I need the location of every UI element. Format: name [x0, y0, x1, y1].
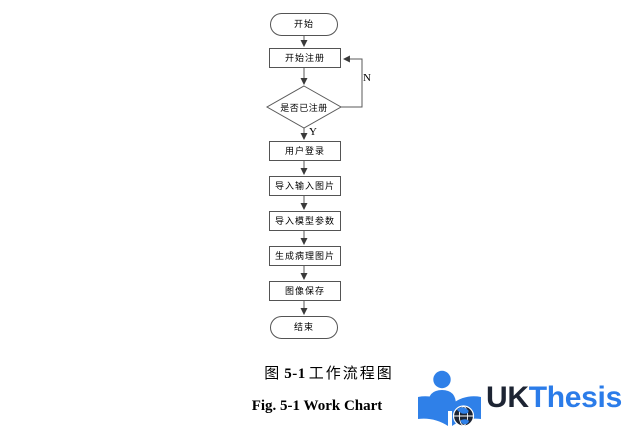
- flow-node-register: 开始注册: [269, 48, 341, 68]
- flow-node-login-label: 用户登录: [284, 145, 325, 156]
- logo-wordmark: UKThesis: [486, 383, 622, 413]
- flow-node-check-label: 是否已注册: [280, 102, 328, 113]
- flow-node-start: 开始: [270, 13, 338, 36]
- flow-node-generate: 生成病理图片: [269, 246, 341, 266]
- flow-node-end: 结束: [270, 316, 338, 339]
- flow-node-register-label: 开始注册: [284, 52, 325, 63]
- connector-no-loop: [341, 55, 363, 108]
- caption-cn-number: 5-1: [284, 366, 306, 382]
- branch-label-yes: Y: [309, 126, 317, 138]
- flow-node-check-registered: 是否已注册: [266, 97, 342, 117]
- decision-diamond-shape: [265, 85, 343, 129]
- logo-text-thesis: Thesis: [528, 381, 623, 414]
- flow-node-import-params-label: 导入模型参数: [274, 215, 335, 226]
- figure-caption-english: Fig. 5-1 Work Chart: [251, 398, 383, 414]
- flow-node-save-label: 图像保存: [284, 285, 325, 296]
- globe-icon: [452, 405, 475, 427]
- ukthesis-logo: UKThesis: [417, 369, 627, 427]
- caption-cn-prefix: 图: [264, 366, 282, 382]
- flow-node-save: 图像保存: [269, 281, 341, 301]
- flow-node-start-label: 开始: [293, 19, 314, 29]
- branch-label-no: N: [363, 72, 371, 84]
- flow-node-generate-label: 生成病理图片: [274, 250, 335, 261]
- flow-node-import-image: 导入输入图片: [269, 176, 341, 196]
- caption-cn-title: 工作流程图: [308, 366, 394, 382]
- flow-node-import-image-label: 导入输入图片: [274, 180, 335, 191]
- flow-node-end-label: 结束: [293, 322, 314, 332]
- logo-text-uk: UK: [486, 381, 529, 414]
- flow-node-import-params: 导入模型参数: [269, 211, 341, 231]
- person-reading-book-globe-icon: [418, 370, 481, 427]
- flow-node-login: 用户登录: [269, 141, 341, 161]
